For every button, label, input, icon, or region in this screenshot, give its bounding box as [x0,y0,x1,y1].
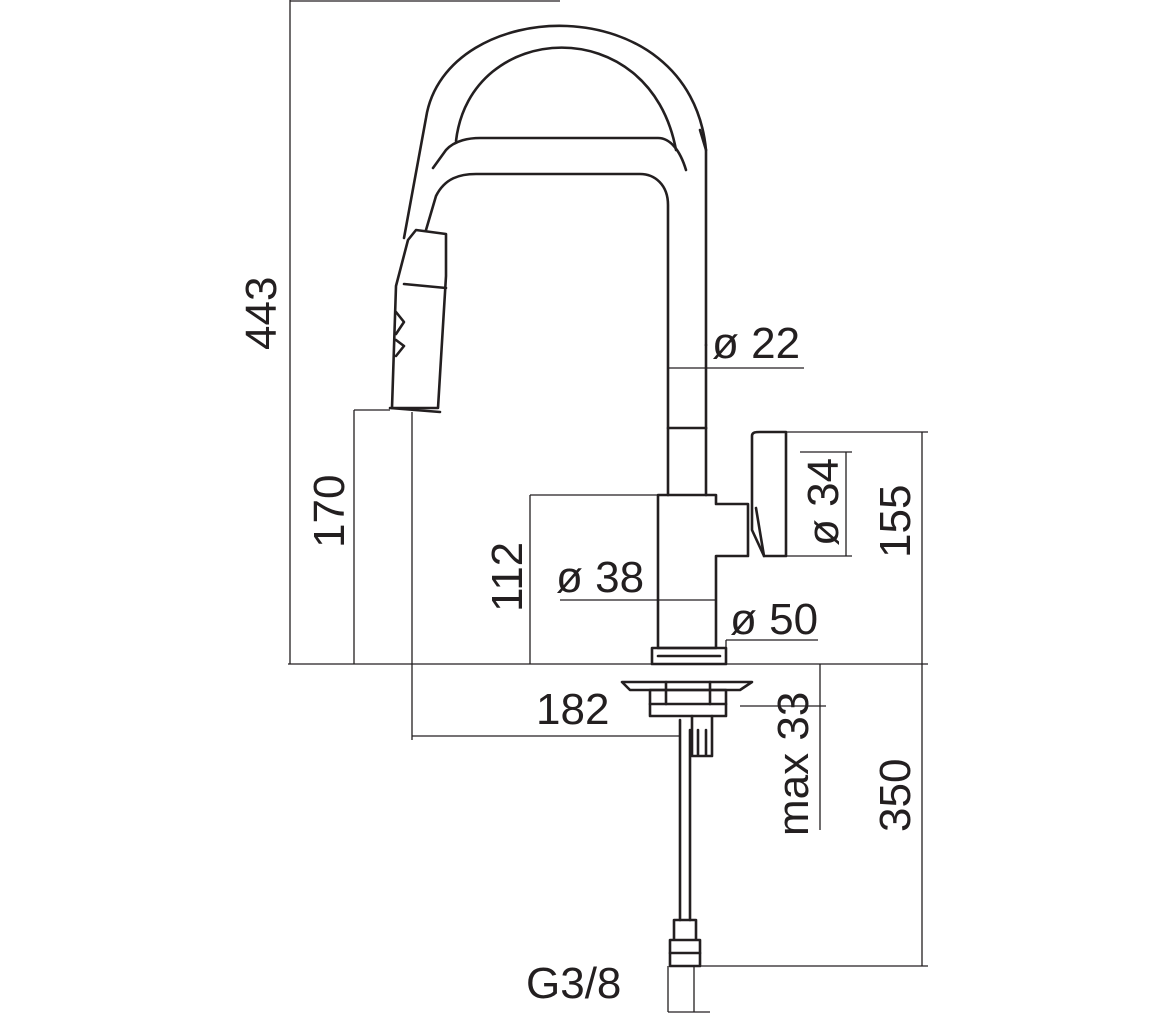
label-spout-diameter: ø 22 [712,319,800,368]
fixing-nut [648,688,728,718]
spray-head-band [402,282,448,290]
label-body-diameter: ø 38 [556,553,644,602]
spray-head-bottom [388,406,442,414]
dimension-labels: 443 170 112 ø 38 ø 22 ø 50 ø 34 155 182 … [237,277,920,1008]
label-spout-height: 170 [305,475,354,548]
label-lever-height: 155 [871,485,920,558]
spout-outer-arc [402,24,708,347]
hose-connector [668,918,702,968]
spout-column-right [698,128,708,152]
lever-edge [754,506,766,558]
lever [750,430,788,558]
faucet-outline [388,24,788,968]
spout-lower-loop [424,172,670,497]
dimension-lines [288,0,928,1013]
label-body-height: 112 [483,542,532,612]
spray-head-button [394,310,406,358]
label-total-height: 443 [237,277,286,350]
label-reach: 182 [536,685,609,734]
spout-inner-loop [431,136,688,172]
threaded-rod [690,714,714,758]
label-base-diameter: ø 50 [730,595,818,644]
fixing-plate [620,680,754,692]
label-connection: G3/8 [526,959,621,1008]
label-max-thickness: max 33 [769,692,818,836]
label-hose-length: 350 [871,759,920,832]
spray-head [390,228,448,410]
spout-inner-arc [454,46,678,152]
label-lever-diameter: ø 34 [799,458,848,546]
